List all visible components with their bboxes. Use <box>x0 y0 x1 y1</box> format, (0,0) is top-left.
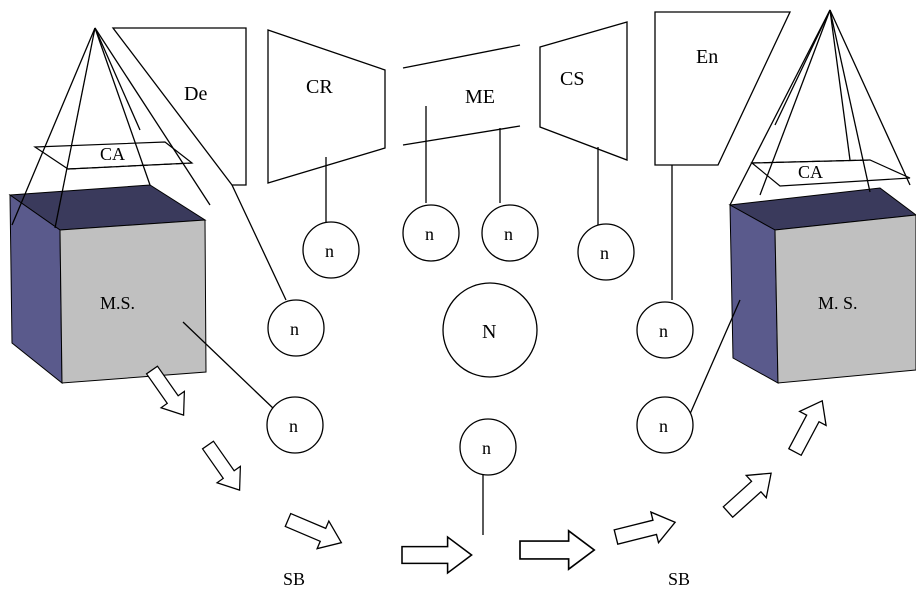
cr-label: CR <box>306 76 333 98</box>
me-label: ME <box>465 86 495 108</box>
en-label: En <box>696 46 718 68</box>
node-n: n <box>481 204 539 262</box>
node-label: n <box>425 224 434 244</box>
node-big-N: N <box>442 282 538 378</box>
left-ms-label: M.S. <box>100 293 135 313</box>
node-label: n <box>325 241 334 261</box>
nodes: n n n n n N n n <box>266 204 694 476</box>
left-pyramid <box>11 27 211 229</box>
de-block: De <box>111 27 247 186</box>
left-ca-label: CA <box>100 144 125 164</box>
right-cube-side <box>729 204 779 384</box>
cs-block: CS <box>539 21 628 161</box>
arrow-2 <box>195 436 252 499</box>
right-main-system: M. S. CA <box>728 9 916 384</box>
cr-block: CR <box>267 29 386 184</box>
de-label: De <box>184 83 207 105</box>
right-ca-label: CA <box>798 162 823 182</box>
right-ca-plane <box>750 159 911 187</box>
arrow-8 <box>781 393 837 460</box>
node-n: n <box>267 299 325 357</box>
node-n: n <box>636 396 694 454</box>
node-n: n <box>459 418 517 476</box>
arrow-4 <box>401 536 473 574</box>
node-label: n <box>482 438 491 458</box>
arrow-3 <box>281 505 348 558</box>
node-n: n <box>302 221 360 279</box>
node-label: n <box>659 321 668 341</box>
cs-label: CS <box>560 68 584 90</box>
left-cube-front <box>59 219 207 384</box>
node-label: n <box>504 224 513 244</box>
node-n: n <box>636 301 694 359</box>
right-pyramid <box>729 9 911 206</box>
right-cube-front <box>774 214 916 384</box>
sb-left-label: SB <box>283 569 305 589</box>
right-ms-label: M. S. <box>818 293 858 313</box>
node-big-label: N <box>482 321 496 343</box>
node-n: n <box>402 204 460 262</box>
node-label: n <box>659 416 668 436</box>
arrow-6 <box>611 506 680 553</box>
node-n: n <box>577 223 635 281</box>
node-label: n <box>289 416 298 436</box>
node-label: n <box>600 243 609 263</box>
node-label: n <box>290 319 299 339</box>
node-n: n <box>266 396 324 454</box>
arrow-7 <box>717 461 782 524</box>
left-main-system: M.S. CA <box>8 27 211 385</box>
me-block: ME <box>402 44 521 146</box>
connector-lines <box>182 106 741 535</box>
en-block: En <box>654 11 792 166</box>
arrow-5 <box>519 529 596 571</box>
sb-right-label: SB <box>668 569 690 589</box>
